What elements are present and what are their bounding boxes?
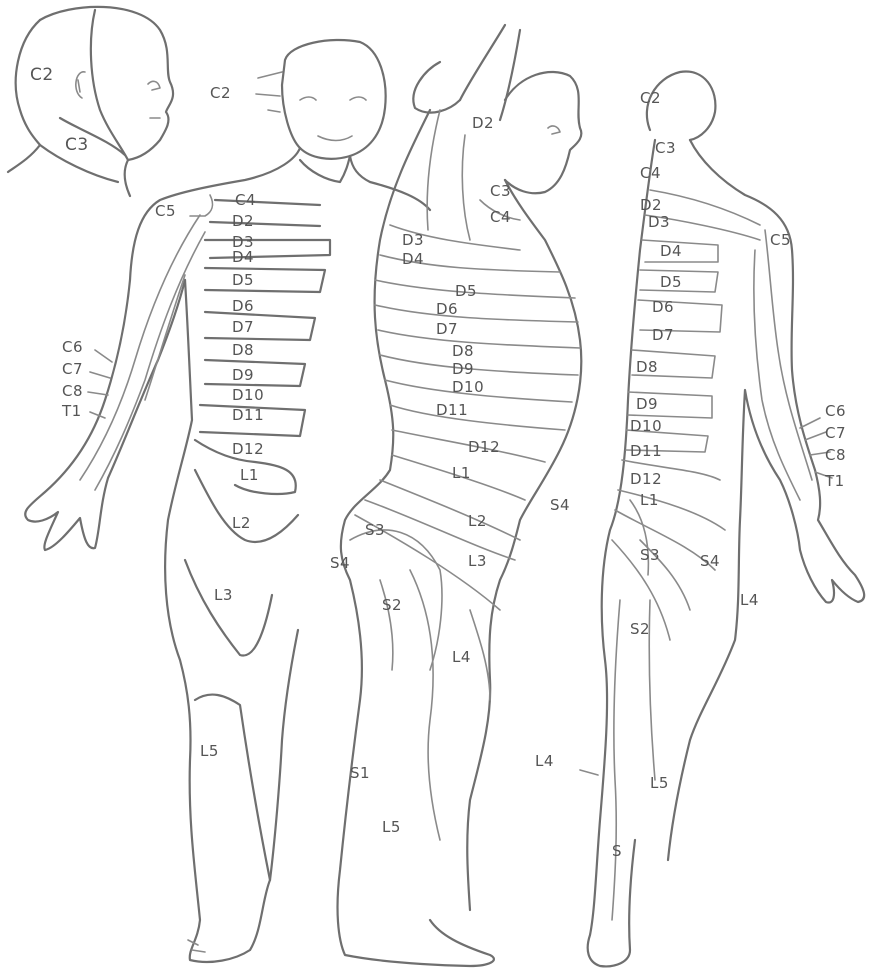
label-back-c7: C7 [825,424,846,442]
label-side-s2: S2 [382,596,402,614]
label-side-d2: D2 [472,114,494,132]
inset-head-drawing [8,7,173,196]
label-front-d5: D5 [232,271,254,289]
label-inset-c2: C2 [30,65,54,85]
label-side-l3: L3 [468,552,487,570]
label-side-c4: C4 [490,208,511,226]
label-back-d8: D8 [636,358,658,376]
label-front-c2: C2 [210,84,231,102]
label-back-c5: C5 [770,231,791,249]
label-back-d12: D12 [630,470,662,488]
label-side-d6: D6 [436,300,458,318]
label-side-d4: D4 [402,250,424,268]
label-back-s4-right: S4 [700,552,720,570]
label-back-d6: D6 [652,298,674,316]
label-back-t1: T1 [824,472,845,490]
label-back-d2: D2 [640,196,662,214]
label-back-d7: D7 [652,326,674,344]
label-back-c6: C6 [825,402,846,420]
label-side-c3: C3 [490,182,511,200]
label-front-d8: D8 [232,341,254,359]
label-front-c6: C6 [62,338,83,356]
label-front-d2: D2 [232,212,254,230]
label-front-d4: D4 [232,248,254,266]
label-back-l4-right: L4 [740,591,759,609]
label-front-d6: D6 [232,297,254,315]
label-front-l5: L5 [200,742,219,760]
label-back-l5: L5 [650,774,669,792]
side-view-drawing [338,25,582,966]
label-back-s: S [612,842,622,860]
label-side-d8: D8 [452,342,474,360]
label-back-c8: C8 [825,446,846,464]
label-side-d5: D5 [455,282,477,300]
label-back-d4: D4 [660,242,682,260]
label-front-d9: D9 [232,366,254,384]
label-side-s3: S3 [365,521,385,539]
label-front-l1: L1 [240,466,259,484]
label-front-c5: C5 [155,202,176,220]
label-back-d5: D5 [660,273,682,291]
label-side-d10: D10 [452,378,484,396]
label-side-d12: D12 [468,438,500,456]
label-front-d11: D11 [232,406,264,424]
label-side-l4: L4 [452,648,471,666]
label-side-s4: S4 [330,554,350,572]
label-back-s2: S2 [630,620,650,638]
label-front-d10: D10 [232,386,264,404]
label-back-d11: D11 [630,442,662,460]
label-front-l3: L3 [214,586,233,604]
label-back-c4: C4 [640,164,661,182]
label-back-s3: S3 [640,546,660,564]
label-front-c8: C8 [62,382,83,400]
label-front-l2: L2 [232,514,251,532]
label-front-c7: C7 [62,360,83,378]
label-side-d11: D11 [436,401,468,419]
label-front-c4: C4 [235,191,256,209]
label-back-d9: D9 [636,395,658,413]
label-side-l5: L5 [382,818,401,836]
label-side-d7: D7 [436,320,458,338]
label-front-t1: T1 [61,402,82,420]
label-front-d12: D12 [232,440,264,458]
label-side-s1: S1 [350,764,370,782]
label-back-d10: D10 [630,417,662,435]
label-back-d3: D3 [648,213,670,231]
back-view-drawing [580,72,864,967]
label-back-l4-left: L4 [535,752,554,770]
label-back-c3: C3 [655,139,676,157]
label-back-s4: S4 [550,496,570,514]
label-front-d7: D7 [232,318,254,336]
label-side-d9: D9 [452,360,474,378]
label-side-l2: L2 [468,512,487,530]
label-inset-c3: C3 [65,135,89,155]
label-side-l1: L1 [452,464,471,482]
label-back-l1: L1 [640,491,659,509]
label-side-d3: D3 [402,231,424,249]
label-back-c2: C2 [640,89,661,107]
